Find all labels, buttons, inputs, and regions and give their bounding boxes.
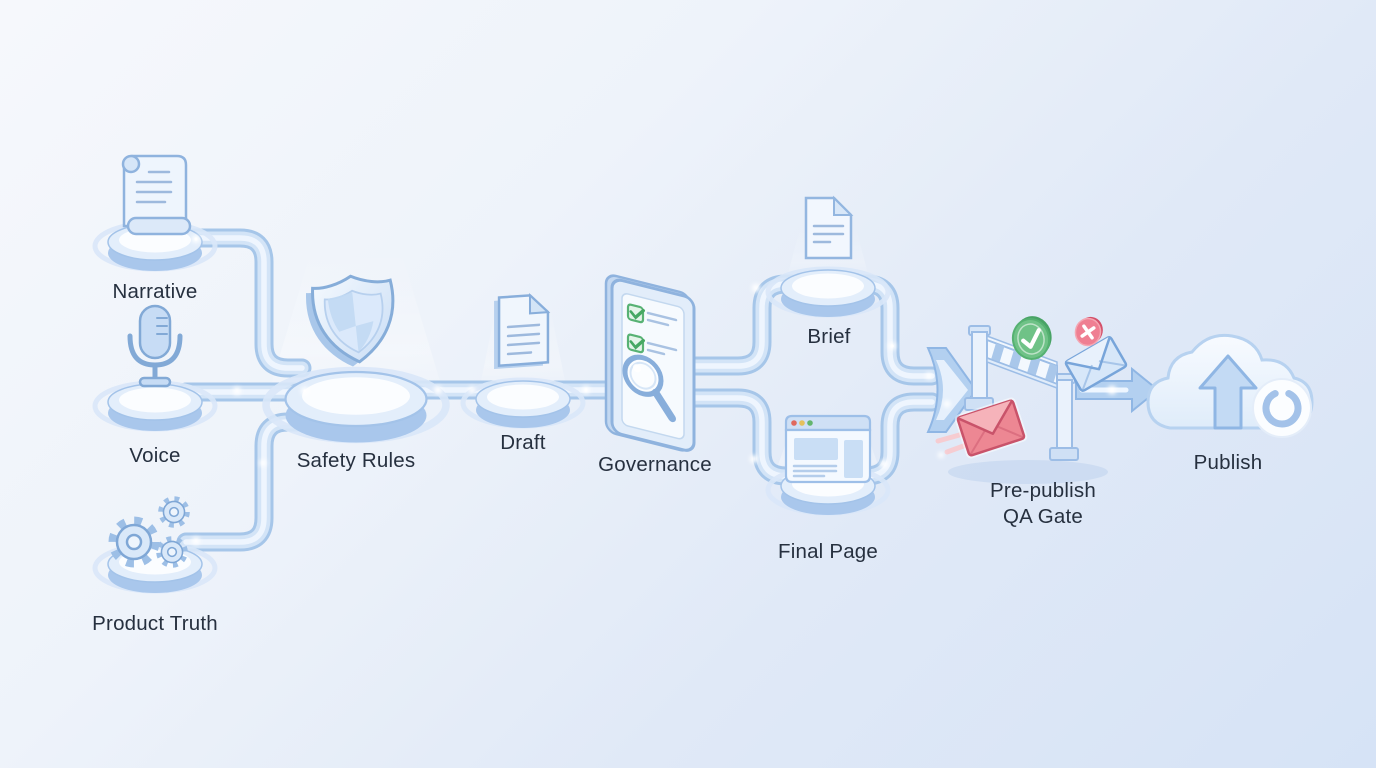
node-label-publish: Publish	[1193, 451, 1263, 474]
node-label-qa-gate: Pre-publish QA Gate	[990, 478, 1096, 530]
node-label-governance: Governance	[598, 453, 712, 476]
browser-dot-green	[807, 420, 813, 426]
node-label-draft: Draft	[500, 431, 546, 454]
node-label-final-page: Final Page	[777, 540, 879, 563]
node-label-narrative: Narrative	[112, 280, 198, 303]
scroll-icon	[121, 154, 192, 236]
pedestal	[95, 383, 215, 431]
browser-window-icon	[784, 414, 872, 484]
approved-check-icon	[1011, 316, 1052, 360]
document-icon	[494, 293, 551, 370]
magnifier-icon	[622, 354, 676, 423]
brief-document-icon	[804, 195, 854, 260]
cloud-upload-icon	[1146, 333, 1314, 438]
pedestal	[463, 380, 583, 428]
approved-envelope-icon	[1064, 335, 1128, 393]
pipe-sparkles	[192, 235, 1117, 545]
qa-gate-label-line2: QA Gate	[1002, 505, 1084, 528]
browser-dot-yellow	[799, 420, 805, 426]
checkbox-checked-icon	[626, 333, 645, 354]
node-label-brief: Brief	[807, 325, 851, 348]
upload-arrow-icon	[1198, 354, 1258, 430]
browser-dot-red	[791, 420, 797, 426]
shield-icon	[306, 274, 395, 367]
power-ring-icon	[1252, 378, 1312, 438]
rejected-x-icon	[1074, 316, 1103, 347]
checkbox-checked-icon	[626, 303, 645, 324]
pedestal	[768, 269, 888, 317]
node-label-safety-rules: Safety Rules	[296, 449, 416, 472]
node-label-voice: Voice	[129, 444, 181, 467]
microphone-icon	[127, 304, 183, 388]
rejected-envelope-icon	[935, 397, 1028, 459]
publish-arrow-icon	[1075, 366, 1160, 414]
node-label-product-truth: Product Truth	[92, 612, 218, 635]
qa-gate-label-line1: Pre-publish	[990, 479, 1096, 502]
checklist-magnifier-icon	[604, 274, 696, 452]
pedestal-large	[266, 371, 446, 443]
